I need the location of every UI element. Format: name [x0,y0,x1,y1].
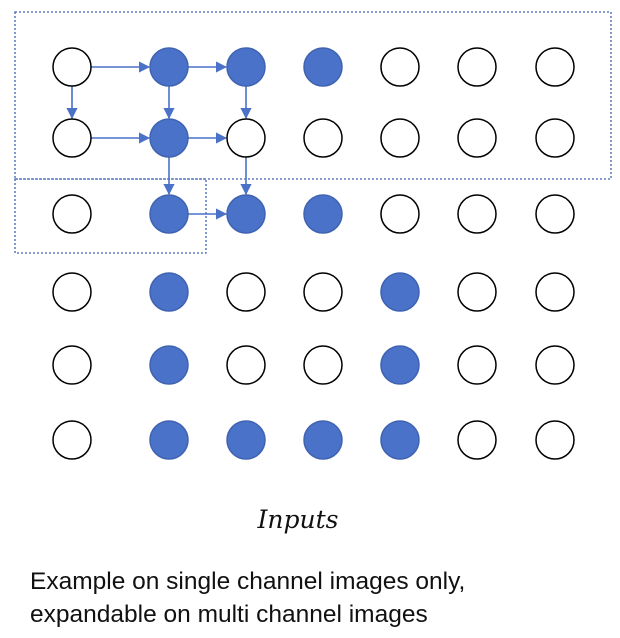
grid-node-r1-c3-empty [303,118,343,158]
grid-node-r0-c2-filled [226,47,266,87]
grid-node-r1-c2-empty [226,118,266,158]
grid-node-r3-c1-filled [149,272,189,312]
large-window-box [14,11,612,180]
pixel-grid-diagram [14,11,612,460]
grid-node-r0-c6-empty [535,47,575,87]
grid-node-r5-c1-filled [149,420,189,460]
diagram-title: Inputs [257,505,339,534]
grid-node-r3-c0-empty [52,272,92,312]
grid-node-r4-c2-empty [226,345,266,385]
grid-node-r4-c6-empty [535,345,575,385]
caption: Example on single channel images only, e… [30,565,610,631]
grid-node-r5-c3-filled [303,420,343,460]
grid-node-r2-c5-empty [457,194,497,234]
caption-line-1: Example on single channel images only, [30,568,466,595]
grid-node-r3-c4-filled [380,272,420,312]
grid-node-r1-c1-filled [149,118,189,158]
grid-node-r5-c4-filled [380,420,420,460]
grid-node-r4-c1-filled [149,345,189,385]
grid-node-r0-c1-filled [149,47,189,87]
window-boxes [14,11,612,254]
grid-node-r0-c0-empty [52,47,92,87]
grid-node-r3-c6-empty [535,272,575,312]
grid-node-r4-c5-empty [457,345,497,385]
grid-node-r3-c2-empty [226,272,266,312]
grid-node-r2-c6-empty [535,194,575,234]
grid-node-r4-c4-filled [380,345,420,385]
grid-node-r0-c4-empty [380,47,420,87]
grid-node-r4-c0-empty [52,345,92,385]
small-window-box [14,178,207,254]
grid-node-r1-c5-empty [457,118,497,158]
grid-node-r2-c2-filled [226,194,266,234]
grid-node-r3-c5-empty [457,272,497,312]
grid-node-r2-c3-filled [303,194,343,234]
grid-node-r1-c4-empty [380,118,420,158]
grid-node-r0-c3-filled [303,47,343,87]
grid-node-r2-c1-filled [149,194,189,234]
grid-node-r3-c3-empty [303,272,343,312]
arrow-layer [66,61,252,220]
grid-node-r2-c4-empty [380,194,420,234]
grid-node-r5-c0-empty [52,420,92,460]
grid-node-r5-c5-empty [457,420,497,460]
node-layer [52,47,575,460]
caption-line-2: expandable on multi channel images [30,601,428,628]
grid-node-r5-c6-empty [535,420,575,460]
grid-node-r2-c0-empty [52,194,92,234]
grid-node-r1-c0-empty [52,118,92,158]
grid-node-r0-c5-empty [457,47,497,87]
grid-node-r5-c2-filled [226,420,266,460]
grid-node-r4-c3-empty [303,345,343,385]
grid-node-r1-c6-empty [535,118,575,158]
